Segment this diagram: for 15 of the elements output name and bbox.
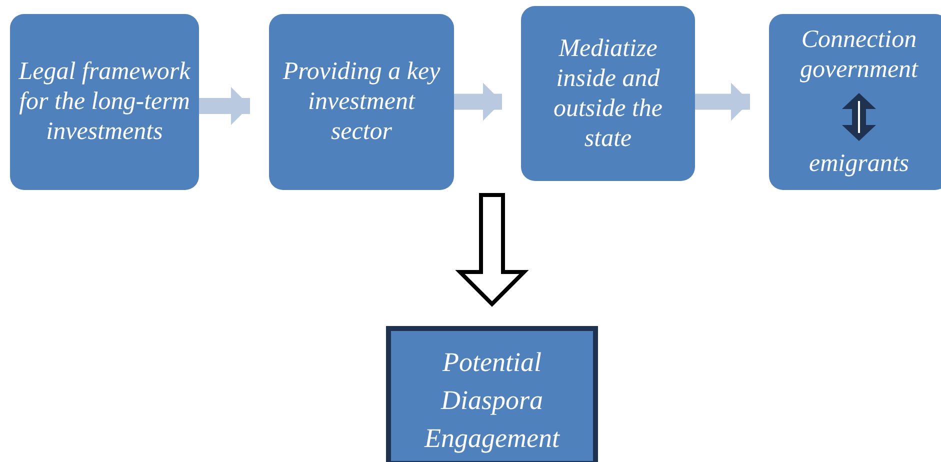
box-text: emigrants <box>809 149 909 179</box>
box-text: Providing a key investment sector <box>282 57 442 147</box>
box-text: Connection government <box>798 25 920 85</box>
process-box <box>521 6 695 181</box>
arrow <box>695 82 750 121</box>
arrow <box>454 82 502 121</box>
box-text: Legal framework for the long-term investments <box>18 57 191 147</box>
arrow <box>199 86 250 126</box>
process-box <box>10 14 199 190</box>
box-text: Mediatize inside and outside the state <box>552 34 664 154</box>
process-box <box>769 14 941 190</box>
process-box <box>269 14 454 190</box>
hollow-arrow <box>455 193 529 307</box>
box-text: Potential Diaspora Engagement <box>423 346 561 455</box>
process-box <box>386 326 598 462</box>
